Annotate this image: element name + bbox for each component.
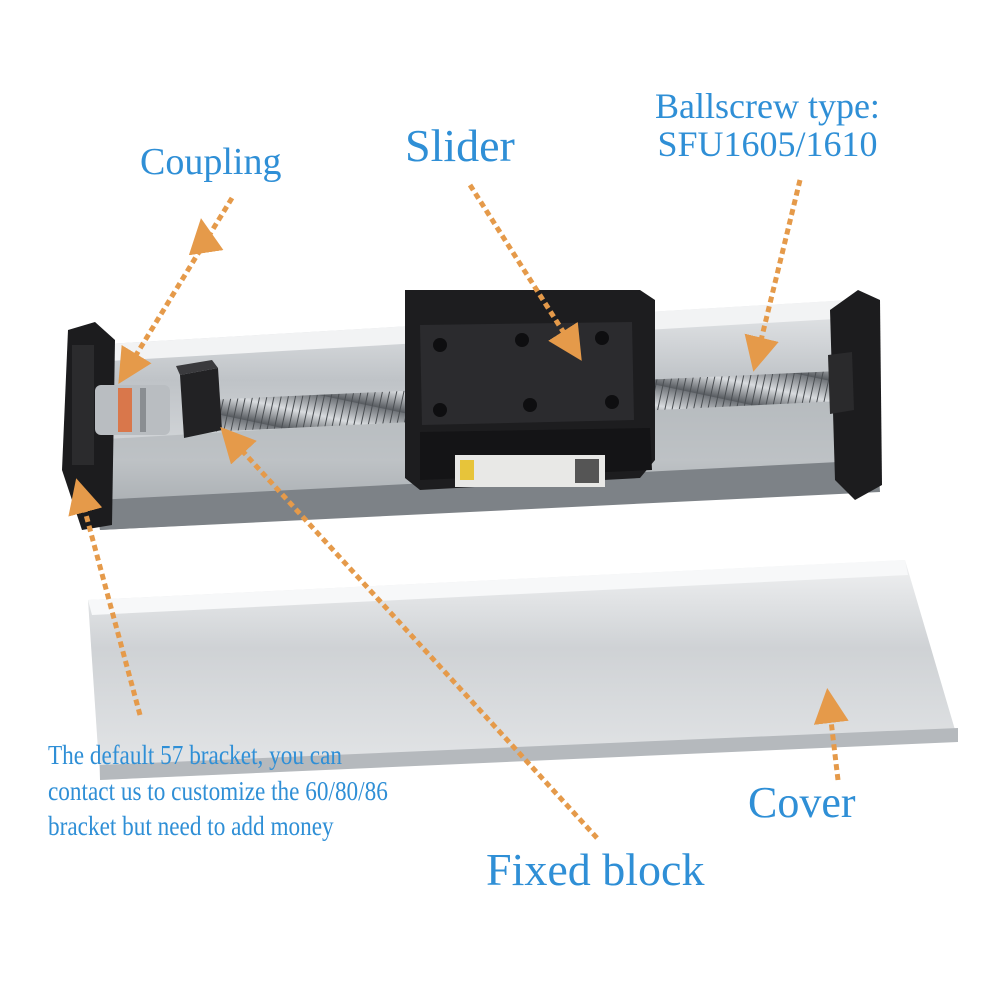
slider-carriage (405, 290, 655, 490)
bracket-note-line1: The default 57 bracket, you can (48, 740, 342, 770)
annotation-arrows (68, 179, 849, 840)
cover-label: Cover (748, 778, 856, 827)
ballscrew-label-line1: Ballscrew type: (655, 86, 880, 126)
fixed-block-part (176, 360, 222, 438)
ballscrew-label-line2: SFU1605/1610 (657, 123, 878, 164)
coupling-part (95, 385, 170, 435)
left-end-block (62, 322, 115, 530)
slider-label: Slider (405, 120, 515, 171)
bracket-note-line2: contact us to customize the 60/80/86 (48, 775, 388, 806)
bracket-note-line3: bracket but need to add money (48, 811, 334, 842)
cover-channel (88, 560, 958, 780)
bracket-note: The default 57 bracket, you can contact … (48, 738, 388, 845)
right-end-block (828, 290, 882, 500)
fixed-block-label: Fixed block (486, 844, 705, 895)
ballscrew-label: Ballscrew type: SFU1605/1610 (655, 86, 880, 164)
coupling-label: Coupling (140, 141, 282, 183)
